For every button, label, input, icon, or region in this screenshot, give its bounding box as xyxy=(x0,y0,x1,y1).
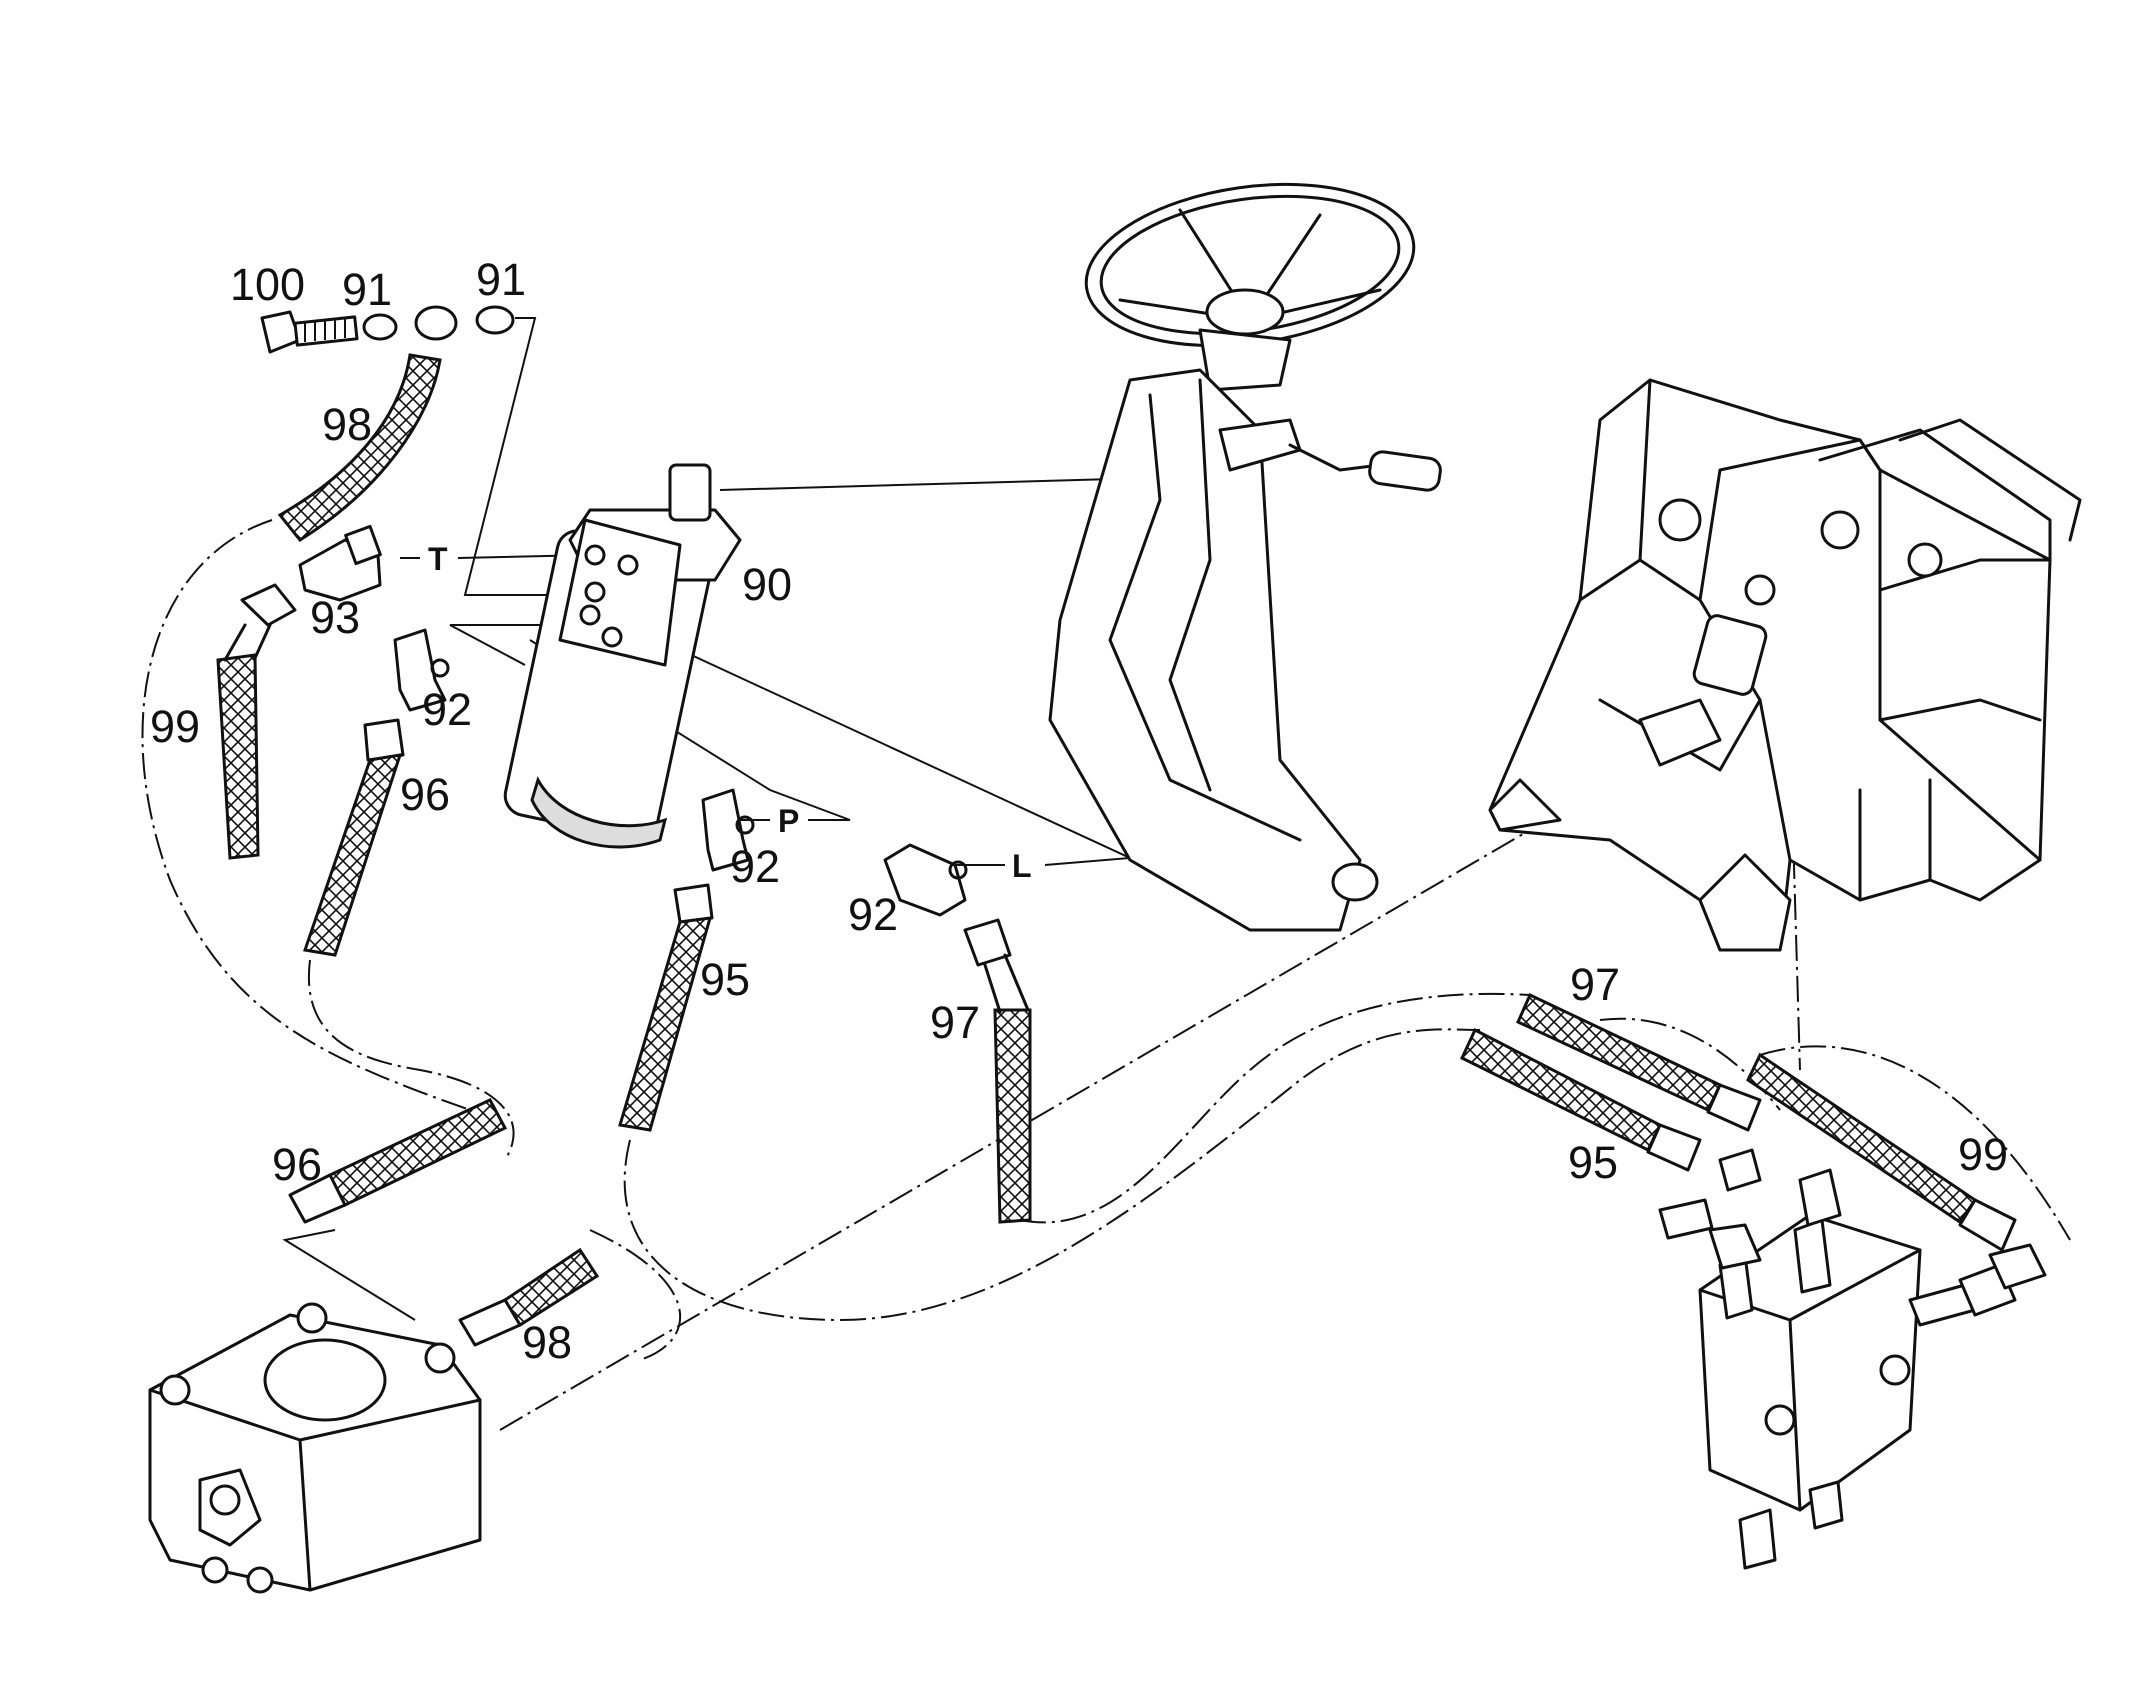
callout-91-2: 91 xyxy=(476,254,526,305)
route-99-left xyxy=(141,519,471,1111)
route-97-mid xyxy=(1019,992,1531,1224)
leader-col xyxy=(719,477,1151,491)
hose-97-end xyxy=(963,918,1012,967)
callout-95: 95 xyxy=(700,954,750,1005)
frame-icon xyxy=(1488,378,2082,952)
hose-96-end xyxy=(363,718,405,762)
steering-wheel-icon xyxy=(1084,182,1416,392)
fitting-92-a-icon xyxy=(393,628,450,712)
sealing-ring-icon xyxy=(362,313,398,341)
callout-labels: 100 91 91 98 93 90 99 92 96 92 92 95 97 … xyxy=(150,254,2008,1368)
hose-95-right-nut xyxy=(1646,1123,1702,1172)
port-label-p: P xyxy=(778,803,799,839)
hose-97-right-nut xyxy=(1706,1083,1762,1132)
hose-99-right-nut xyxy=(1958,1198,2017,1252)
callout-93: 93 xyxy=(310,592,360,643)
route-95-mid xyxy=(623,1028,1481,1322)
fitting-92-b-icon xyxy=(701,788,755,872)
valve-block-icon xyxy=(1658,1148,2047,1570)
steering-column-icon xyxy=(1048,368,1442,932)
banjo-eye-icon xyxy=(414,305,458,341)
callout-92: 92 xyxy=(422,684,472,735)
callout-90: 90 xyxy=(742,559,792,610)
callout-91: 91 xyxy=(342,264,392,315)
callout-99-2: 99 xyxy=(1958,1129,2008,1180)
hose-97-mid xyxy=(993,1008,1032,1224)
callout-96: 96 xyxy=(400,769,450,820)
port-label-l: L xyxy=(1012,848,1032,884)
hose-95-mid xyxy=(618,916,713,1132)
hose-96-nut xyxy=(288,1173,347,1224)
route-pump-frame xyxy=(499,759,1651,1431)
route-98-left xyxy=(589,1229,682,1361)
callout-97: 97 xyxy=(930,997,980,1048)
steering-unit-icon xyxy=(503,463,742,849)
callout-92-3: 92 xyxy=(848,889,898,940)
callout-97-2: 97 xyxy=(1570,959,1620,1010)
route-96-left xyxy=(307,959,515,1161)
hydraulic-pump-icon xyxy=(148,1302,482,1594)
callout-99: 99 xyxy=(150,701,200,752)
fitting-92-c-icon xyxy=(883,843,968,917)
callout-95-2: 95 xyxy=(1568,1137,1618,1188)
route-99-right xyxy=(1759,1045,2071,1241)
sealing-ring-icon-2 xyxy=(475,305,515,335)
leader-96b xyxy=(282,1229,416,1321)
port-label-t: T xyxy=(428,541,448,577)
hose-98-nut xyxy=(458,1298,522,1347)
fitting-93-icon xyxy=(298,524,382,602)
hose-98-bottom xyxy=(502,1247,600,1328)
hose-98-top xyxy=(277,353,442,542)
banjo-bolt-icon xyxy=(260,310,359,354)
leader-91b xyxy=(463,317,590,596)
callout-98: 98 xyxy=(322,399,372,450)
callout-96-2: 96 xyxy=(272,1139,322,1190)
hose-99-left xyxy=(216,653,260,860)
hose-95-end xyxy=(673,883,714,924)
callout-98-2: 98 xyxy=(522,1317,572,1368)
hose-96-bottom xyxy=(327,1098,508,1207)
hose-96-left xyxy=(303,753,403,957)
hose-99-right xyxy=(1746,1052,1978,1225)
callout-92-2: 92 xyxy=(730,841,780,892)
hose-99-end xyxy=(240,583,297,627)
callout-100: 100 xyxy=(230,259,305,310)
